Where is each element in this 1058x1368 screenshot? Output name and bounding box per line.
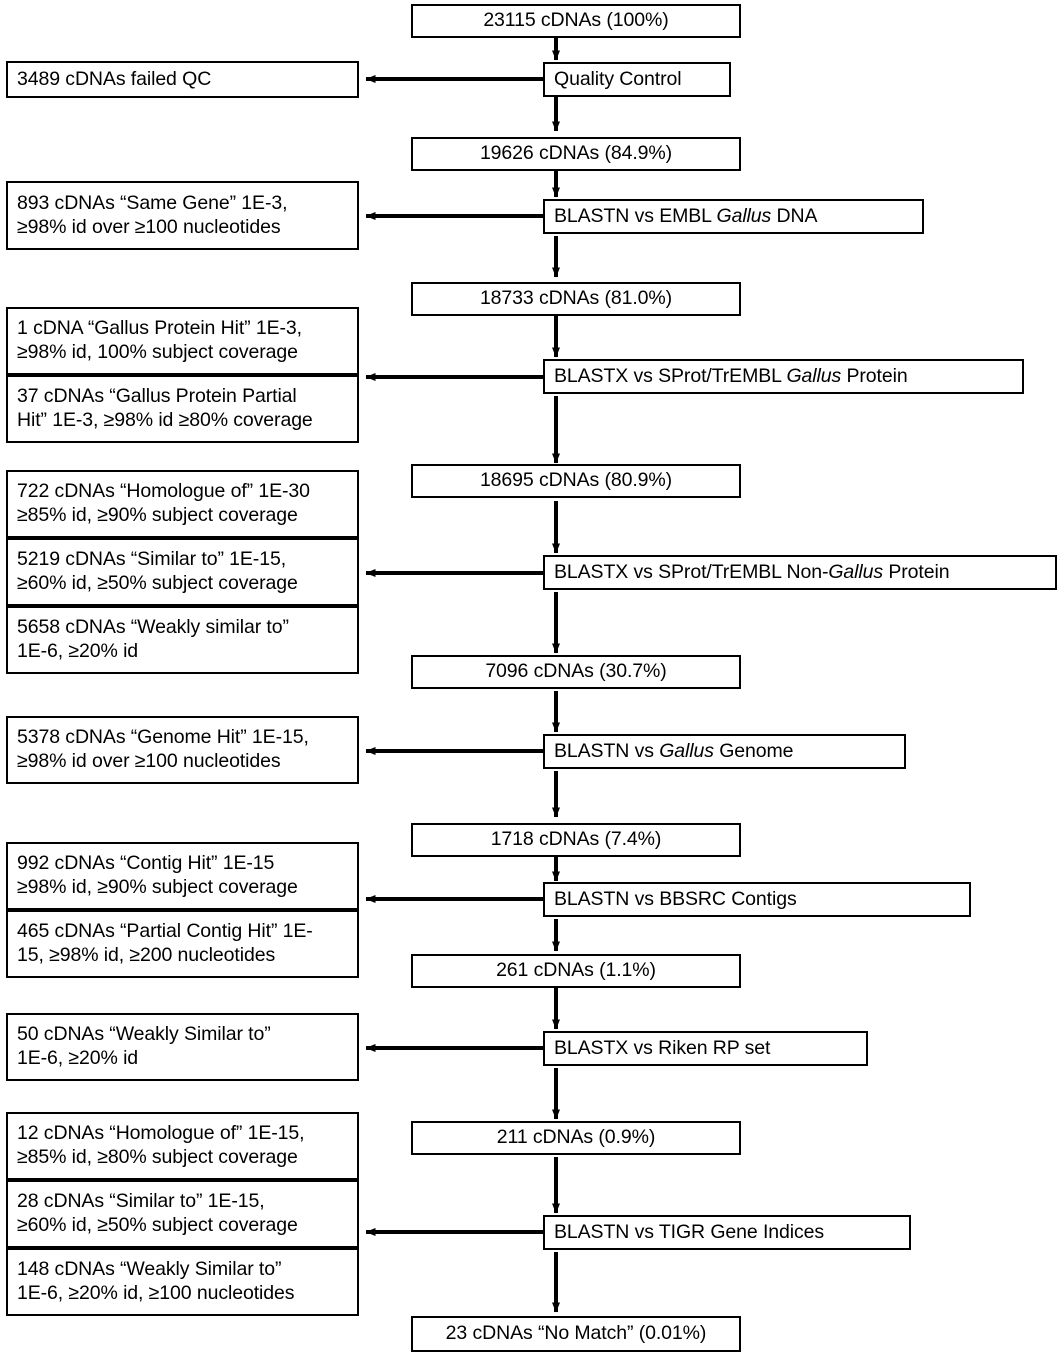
count-label: 23115 cDNAs (100%) bbox=[483, 9, 669, 32]
process-label: BLASTN vs EMBL Gallus DNA bbox=[554, 204, 818, 227]
output-label: 722 cDNAs “Homologue of” 1E-30 ≥85% id, … bbox=[17, 480, 310, 526]
process-box-blastn-tigr-gene-indices: BLASTN vs TIGR Gene Indices bbox=[543, 1215, 911, 1250]
output-label: 992 cDNAs “Contig Hit” 1E-15 ≥98% id, ≥9… bbox=[17, 852, 298, 898]
process-label: BLASTX vs SProt/TrEMBL Gallus Protein bbox=[554, 364, 908, 387]
count-box-211: 211 cDNAs (0.9%) bbox=[411, 1121, 741, 1155]
output-box-contig-hit: 992 cDNAs “Contig Hit” 1E-15 ≥98% id, ≥9… bbox=[6, 842, 359, 910]
process-box-blastn-gallus-genome: BLASTN vs Gallus Genome bbox=[543, 734, 906, 769]
count-label: 18695 cDNAs (80.9%) bbox=[479, 469, 673, 492]
count-box-7096: 7096 cDNAs (30.7%) bbox=[411, 655, 741, 689]
count-label: 211 cDNAs (0.9%) bbox=[496, 1126, 656, 1149]
count-label: 261 cDNAs (1.1%) bbox=[496, 959, 656, 982]
output-box-gallus-protein-partial-hit: 37 cDNAs “Gallus Protein Partial Hit” 1E… bbox=[6, 375, 359, 443]
count-label: 7096 cDNAs (30.7%) bbox=[485, 660, 667, 683]
output-label: 5378 cDNAs “Genome Hit” 1E-15, ≥98% id o… bbox=[17, 726, 309, 772]
process-box-blastx-riken-rp-set: BLASTX vs Riken RP set bbox=[543, 1031, 868, 1066]
process-label: BLASTX vs Riken RP set bbox=[554, 1036, 771, 1059]
output-label: 28 cDNAs “Similar to” 1E-15, ≥60% id, ≥5… bbox=[17, 1190, 298, 1236]
process-box-blastn-bbsrc-contigs: BLASTN vs BBSRC Contigs bbox=[543, 882, 971, 917]
output-label: 1 cDNA “Gallus Protein Hit” 1E-3, ≥98% i… bbox=[17, 317, 302, 363]
count-box-19626: 19626 cDNAs (84.9%) bbox=[411, 137, 741, 171]
output-box-gallus-protein-hit: 1 cDNA “Gallus Protein Hit” 1E-3, ≥98% i… bbox=[6, 307, 359, 375]
count-box-no-match: 23 cDNAs “No Match” (0.01%) bbox=[411, 1316, 741, 1352]
output-label: 148 cDNAs “Weakly Similar to” 1E-6, ≥20%… bbox=[17, 1258, 295, 1304]
process-box-blastx-sprot-trembl-gallus-protein: BLASTX vs SProt/TrEMBL Gallus Protein bbox=[543, 359, 1024, 394]
output-box-failed-qc: 3489 cDNAs failed QC bbox=[6, 61, 359, 98]
output-box-similar-to-1e15: 5219 cDNAs “Similar to” 1E-15, ≥60% id, … bbox=[6, 538, 359, 606]
process-box-quality-control: Quality Control bbox=[543, 62, 731, 97]
count-label: 23 cDNAs “No Match” (0.01%) bbox=[445, 1322, 707, 1345]
output-box-partial-contig-hit: 465 cDNAs “Partial Contig Hit” 1E- 15, ≥… bbox=[6, 910, 359, 978]
process-label: Quality Control bbox=[554, 67, 682, 90]
count-box-18695: 18695 cDNAs (80.9%) bbox=[411, 464, 741, 498]
output-label: 3489 cDNAs failed QC bbox=[17, 67, 212, 90]
output-box-same-gene: 893 cDNAs “Same Gene” 1E-3, ≥98% id over… bbox=[6, 181, 359, 250]
output-label: 5219 cDNAs “Similar to” 1E-15, ≥60% id, … bbox=[17, 548, 298, 594]
process-label: BLASTN vs Gallus Genome bbox=[554, 739, 794, 762]
output-box-homologue-of-1e30: 722 cDNAs “Homologue of” 1E-30 ≥85% id, … bbox=[6, 470, 359, 538]
output-label: 50 cDNAs “Weakly Similar to” 1E-6, ≥20% … bbox=[17, 1023, 271, 1069]
output-box-similar-to-tigr: 28 cDNAs “Similar to” 1E-15, ≥60% id, ≥5… bbox=[6, 1180, 359, 1248]
output-box-weakly-similar-riken: 50 cDNAs “Weakly Similar to” 1E-6, ≥20% … bbox=[6, 1013, 359, 1081]
output-box-weakly-similar-to-1e6: 5658 cDNAs “Weakly similar to” 1E-6, ≥20… bbox=[6, 606, 359, 674]
count-label: 19626 cDNAs (84.9%) bbox=[479, 142, 673, 165]
output-label: 465 cDNAs “Partial Contig Hit” 1E- 15, ≥… bbox=[17, 920, 313, 966]
process-label: BLASTN vs TIGR Gene Indices bbox=[554, 1220, 825, 1243]
output-label: 5658 cDNAs “Weakly similar to” 1E-6, ≥20… bbox=[17, 616, 289, 662]
process-label: BLASTX vs SProt/TrEMBL Non-Gallus Protei… bbox=[554, 560, 950, 583]
output-box-weakly-similar-tigr: 148 cDNAs “Weakly Similar to” 1E-6, ≥20%… bbox=[6, 1248, 359, 1316]
count-box-23115: 23115 cDNAs (100%) bbox=[411, 4, 741, 38]
count-box-1718: 1718 cDNAs (7.4%) bbox=[411, 823, 741, 857]
output-label: 37 cDNAs “Gallus Protein Partial Hit” 1E… bbox=[17, 385, 313, 431]
output-label: 893 cDNAs “Same Gene” 1E-3, ≥98% id over… bbox=[17, 191, 288, 238]
count-box-261: 261 cDNAs (1.1%) bbox=[411, 954, 741, 988]
process-box-blastx-sprot-trembl-non-gallus-protein: BLASTX vs SProt/TrEMBL Non-Gallus Protei… bbox=[543, 555, 1057, 590]
count-label: 18733 cDNAs (81.0%) bbox=[479, 287, 673, 310]
output-box-homologue-of-1e15: 12 cDNAs “Homologue of” 1E-15, ≥85% id, … bbox=[6, 1112, 359, 1180]
output-label: 12 cDNAs “Homologue of” 1E-15, ≥85% id, … bbox=[17, 1122, 305, 1168]
count-label: 1718 cDNAs (7.4%) bbox=[490, 828, 662, 851]
process-label: BLASTN vs BBSRC Contigs bbox=[554, 887, 797, 910]
count-box-18733: 18733 cDNAs (81.0%) bbox=[411, 282, 741, 316]
output-box-genome-hit: 5378 cDNAs “Genome Hit” 1E-15, ≥98% id o… bbox=[6, 716, 359, 784]
process-box-blastn-embl-gallus-dna: BLASTN vs EMBL Gallus DNA bbox=[543, 199, 924, 234]
